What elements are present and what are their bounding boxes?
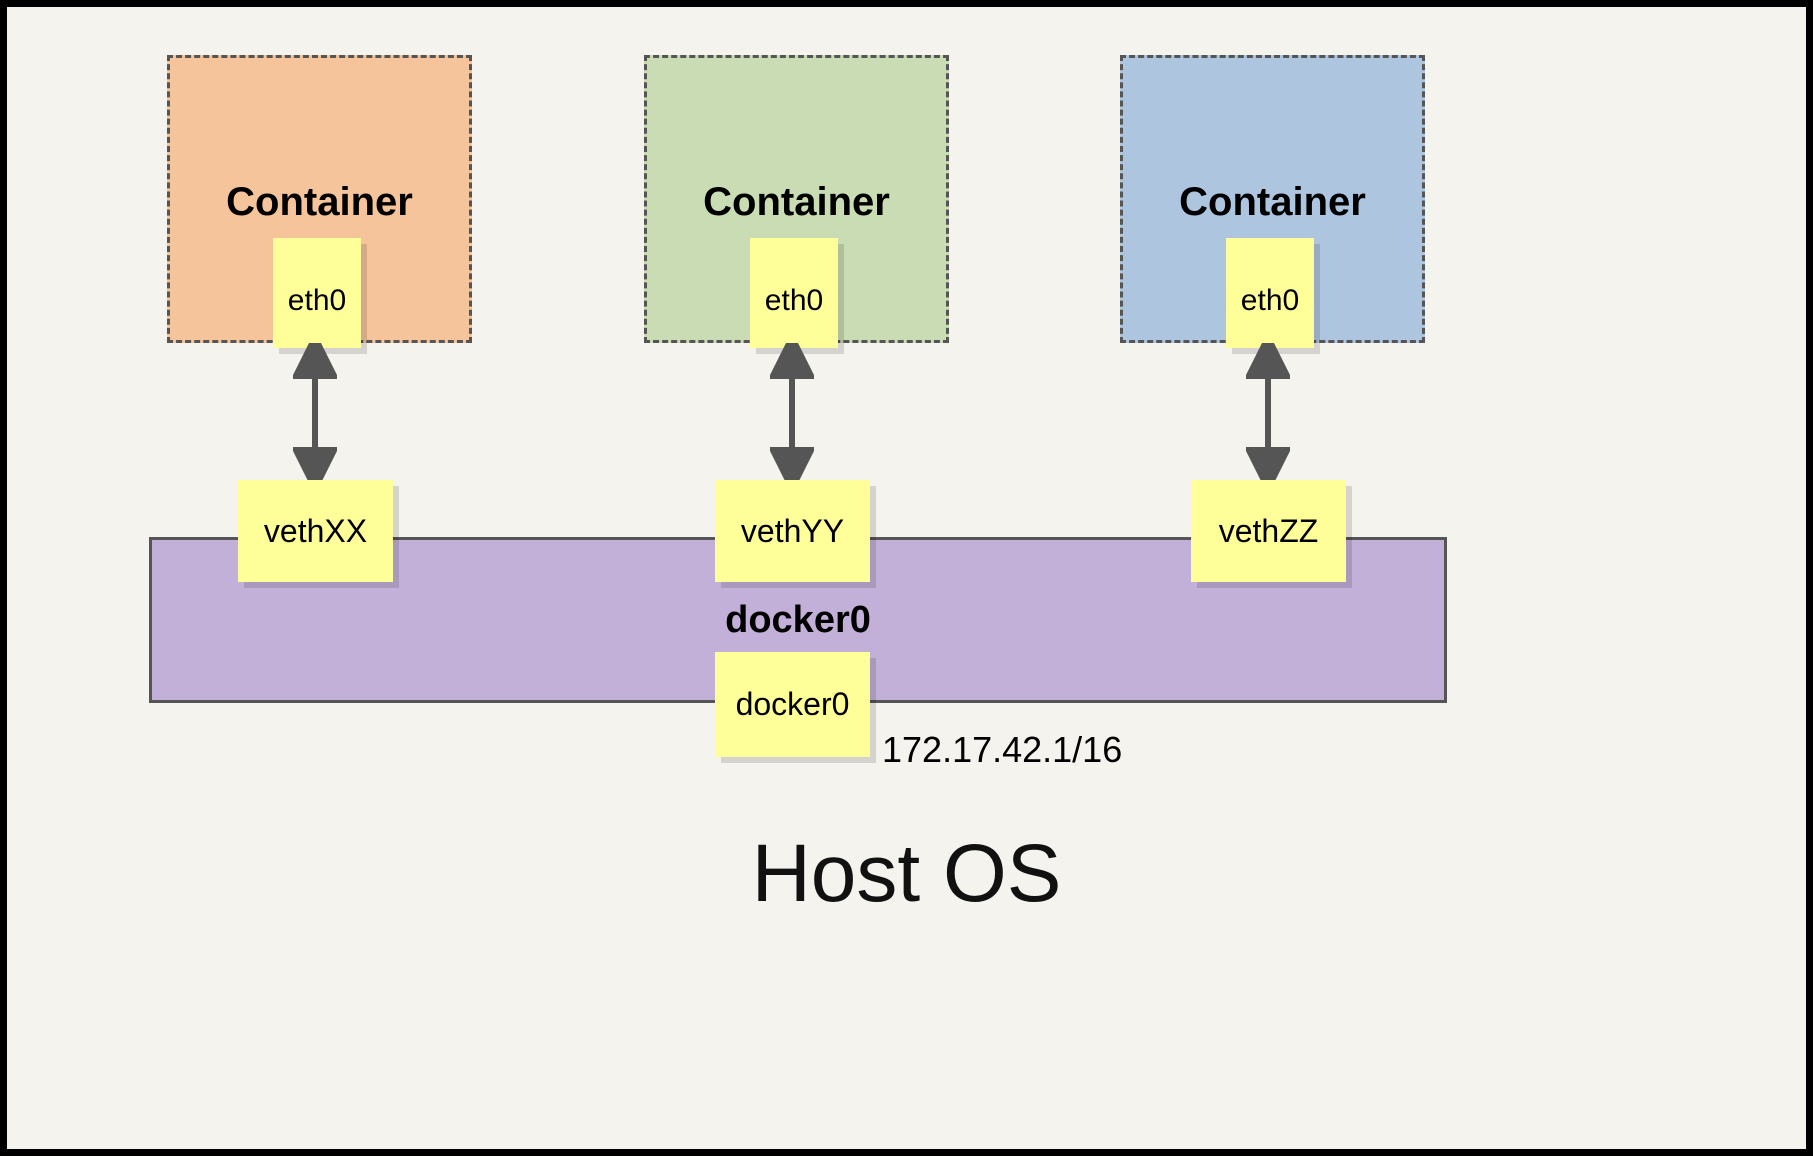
veth-link-arrow-1: [293, 343, 337, 483]
veth-box-1: vethXX: [238, 480, 393, 582]
container-title-1: Container: [226, 180, 413, 224]
host-os-label: Host OS: [751, 828, 1062, 919]
container-eth0-label-3: eth0: [1240, 284, 1300, 317]
container-eth0-box-2: eth0: [750, 238, 838, 348]
container-eth0-label-1: eth0: [287, 284, 347, 317]
docker0-bridge-label: docker0: [725, 599, 871, 641]
container-title-3: Container: [1179, 180, 1366, 224]
container-title-2: Container: [703, 180, 890, 224]
veth-label-2: vethYY: [740, 512, 845, 549]
docker0-ip-label: 172.17.42.1/16: [882, 729, 1123, 770]
veth-link-arrow-3: [1246, 343, 1290, 483]
container-eth0-label-2: eth0: [764, 284, 824, 317]
veth-box-2: vethYY: [715, 480, 870, 582]
veth-label-1: vethXX: [263, 512, 368, 549]
docker0-interface-box: docker0: [715, 652, 870, 757]
veth-label-3: vethZZ: [1218, 512, 1319, 549]
container-eth0-box-3: eth0: [1226, 238, 1314, 348]
veth-box-3: vethZZ: [1191, 480, 1346, 582]
container-eth0-box-1: eth0: [273, 238, 361, 348]
veth-link-arrow-2: [770, 343, 814, 483]
docker0-interface-label: docker0: [735, 686, 850, 722]
